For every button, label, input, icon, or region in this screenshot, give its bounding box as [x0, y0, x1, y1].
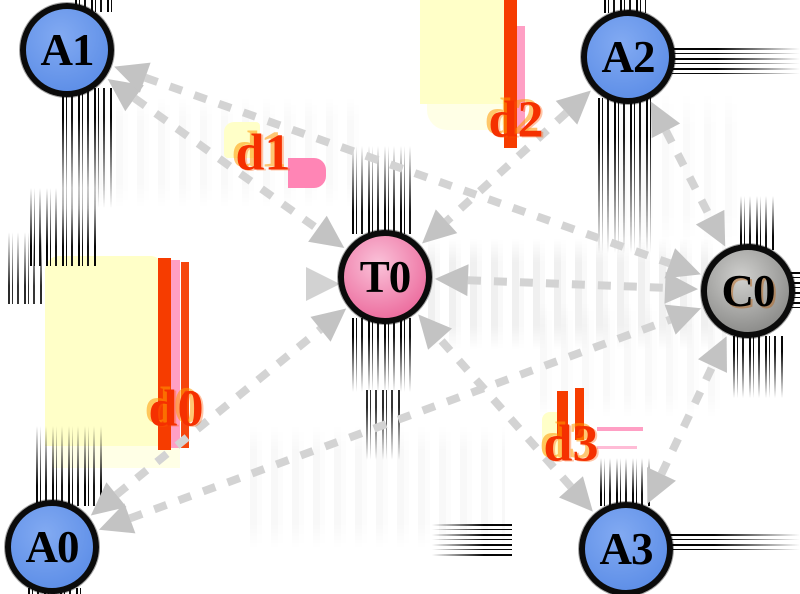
node-label: A2 — [601, 32, 656, 82]
smear-artifact — [36, 426, 104, 506]
smear-artifact — [740, 196, 774, 250]
highlight-block-d1 — [224, 122, 260, 158]
arrowhead-into-T0 — [418, 314, 453, 350]
edge-A0-C0 — [128, 315, 672, 523]
arrowhead-into-T0 — [434, 264, 469, 297]
node-C0: C0 — [701, 244, 795, 338]
smear-artifact — [432, 524, 512, 558]
pink-line-artifact — [597, 427, 643, 431]
node-A0: A0 — [5, 500, 99, 594]
arrowhead-into-A2 — [555, 90, 591, 125]
arrowhead-into-A0 — [98, 503, 136, 534]
edge-A3-T0 — [437, 336, 574, 490]
smear-artifact — [352, 318, 414, 392]
arrowhead-into-C0 — [664, 271, 699, 304]
node-A3: A3 — [579, 502, 673, 594]
node-A1: A1 — [20, 3, 114, 97]
smear-artifact — [604, 0, 646, 13]
pink-line-artifact — [597, 446, 637, 449]
highlight-block-top — [420, 0, 506, 104]
smear-artifact — [672, 48, 800, 76]
edge-A0-T0 — [113, 326, 324, 498]
red-stripe-artifact — [158, 258, 171, 450]
arrowhead-into-T0 — [310, 308, 347, 342]
node-label: T0 — [359, 252, 412, 302]
node-label: A0 — [25, 522, 80, 572]
arrowhead-into-T0 — [308, 215, 345, 248]
node-A2: A2 — [581, 10, 675, 104]
node-T0: T0 — [338, 230, 432, 324]
arrowhead-into-A0 — [90, 482, 127, 516]
arrowhead-into-C0 — [664, 304, 702, 335]
smear-artifact — [733, 336, 783, 398]
red-stripe-artifact — [575, 388, 584, 440]
pink-block-d1 — [288, 158, 326, 188]
arrowhead-into-C0 — [695, 209, 726, 247]
smear-artifact — [598, 98, 654, 253]
ghost-arrowhead-artifact — [306, 267, 340, 301]
arrowhead-into-T0 — [422, 209, 458, 244]
edge-A2-C0 — [662, 129, 714, 219]
smear-artifact — [8, 232, 42, 304]
arrowhead-into-A3 — [647, 467, 676, 504]
smear-artifact — [600, 458, 652, 506]
arrowhead-into-C0 — [698, 336, 727, 373]
pink-stripe-artifact — [517, 26, 525, 134]
pink-stripe-artifact — [171, 260, 180, 448]
arrowhead-into-C0 — [664, 248, 701, 279]
smear-artifact — [352, 146, 414, 234]
arrowhead-into-A1 — [114, 62, 151, 93]
highlight-block-top-fade — [427, 104, 509, 130]
edge-A1-T0 — [132, 94, 320, 233]
smear-artifact — [668, 534, 800, 552]
highlight-block-left — [45, 256, 161, 446]
node-label: A3 — [599, 524, 654, 574]
edge-A3-C0 — [657, 364, 717, 476]
edge-T0-C0 — [467, 276, 666, 292]
red-stripe-artifact — [504, 0, 517, 148]
ghost-streak-band — [540, 300, 720, 420]
arrowhead-into-A3 — [558, 476, 593, 512]
node-label: C0 — [721, 266, 776, 316]
arrowhead-into-A2 — [650, 101, 681, 139]
red-stripe-artifact — [557, 391, 568, 439]
red-stripe-artifact — [181, 262, 189, 448]
node-label: A1 — [40, 25, 95, 75]
edge-A2-T0 — [443, 109, 570, 225]
